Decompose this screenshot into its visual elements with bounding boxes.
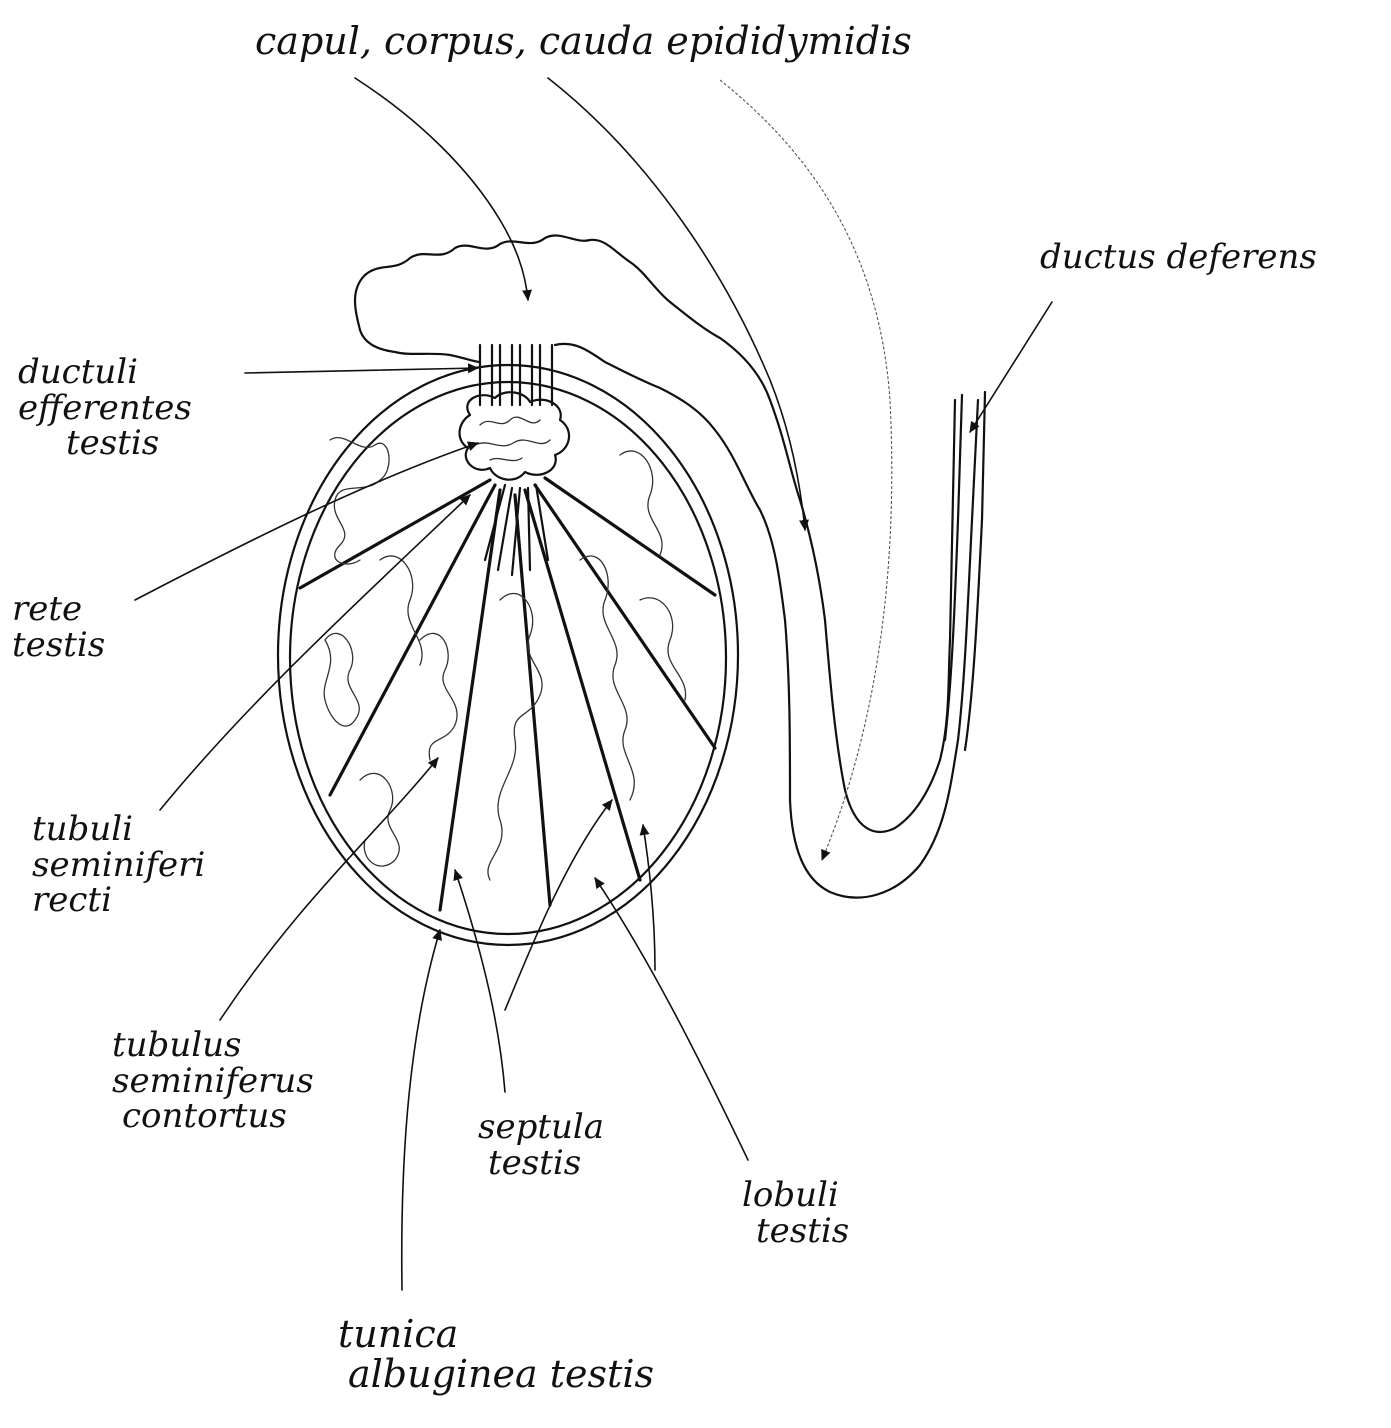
tubuli-seminiferi-contorti bbox=[324, 438, 685, 880]
label-tunica-albuginea: tunica albuginea testis bbox=[338, 1315, 654, 1395]
label-ductuli-efferentes: ductuli efferentes testis bbox=[18, 355, 192, 462]
label-tubulus-seminiferus-contortus: tubulus seminiferus contortus bbox=[112, 1028, 314, 1135]
label-tubuli-seminiferi-recti: tubuli seminiferi recti bbox=[32, 812, 205, 919]
epididymis bbox=[355, 235, 978, 897]
label-septula-testis: septula testis bbox=[478, 1110, 604, 1181]
label-lobuli-testis: lobuli testis bbox=[742, 1178, 849, 1249]
label-epididymis: capul, corpus, cauda epididymidis bbox=[255, 22, 912, 62]
label-rete-testis: rete testis bbox=[12, 592, 105, 663]
septula-testis bbox=[300, 478, 715, 910]
label-ductus-deferens: ductus deferens bbox=[1040, 240, 1317, 276]
